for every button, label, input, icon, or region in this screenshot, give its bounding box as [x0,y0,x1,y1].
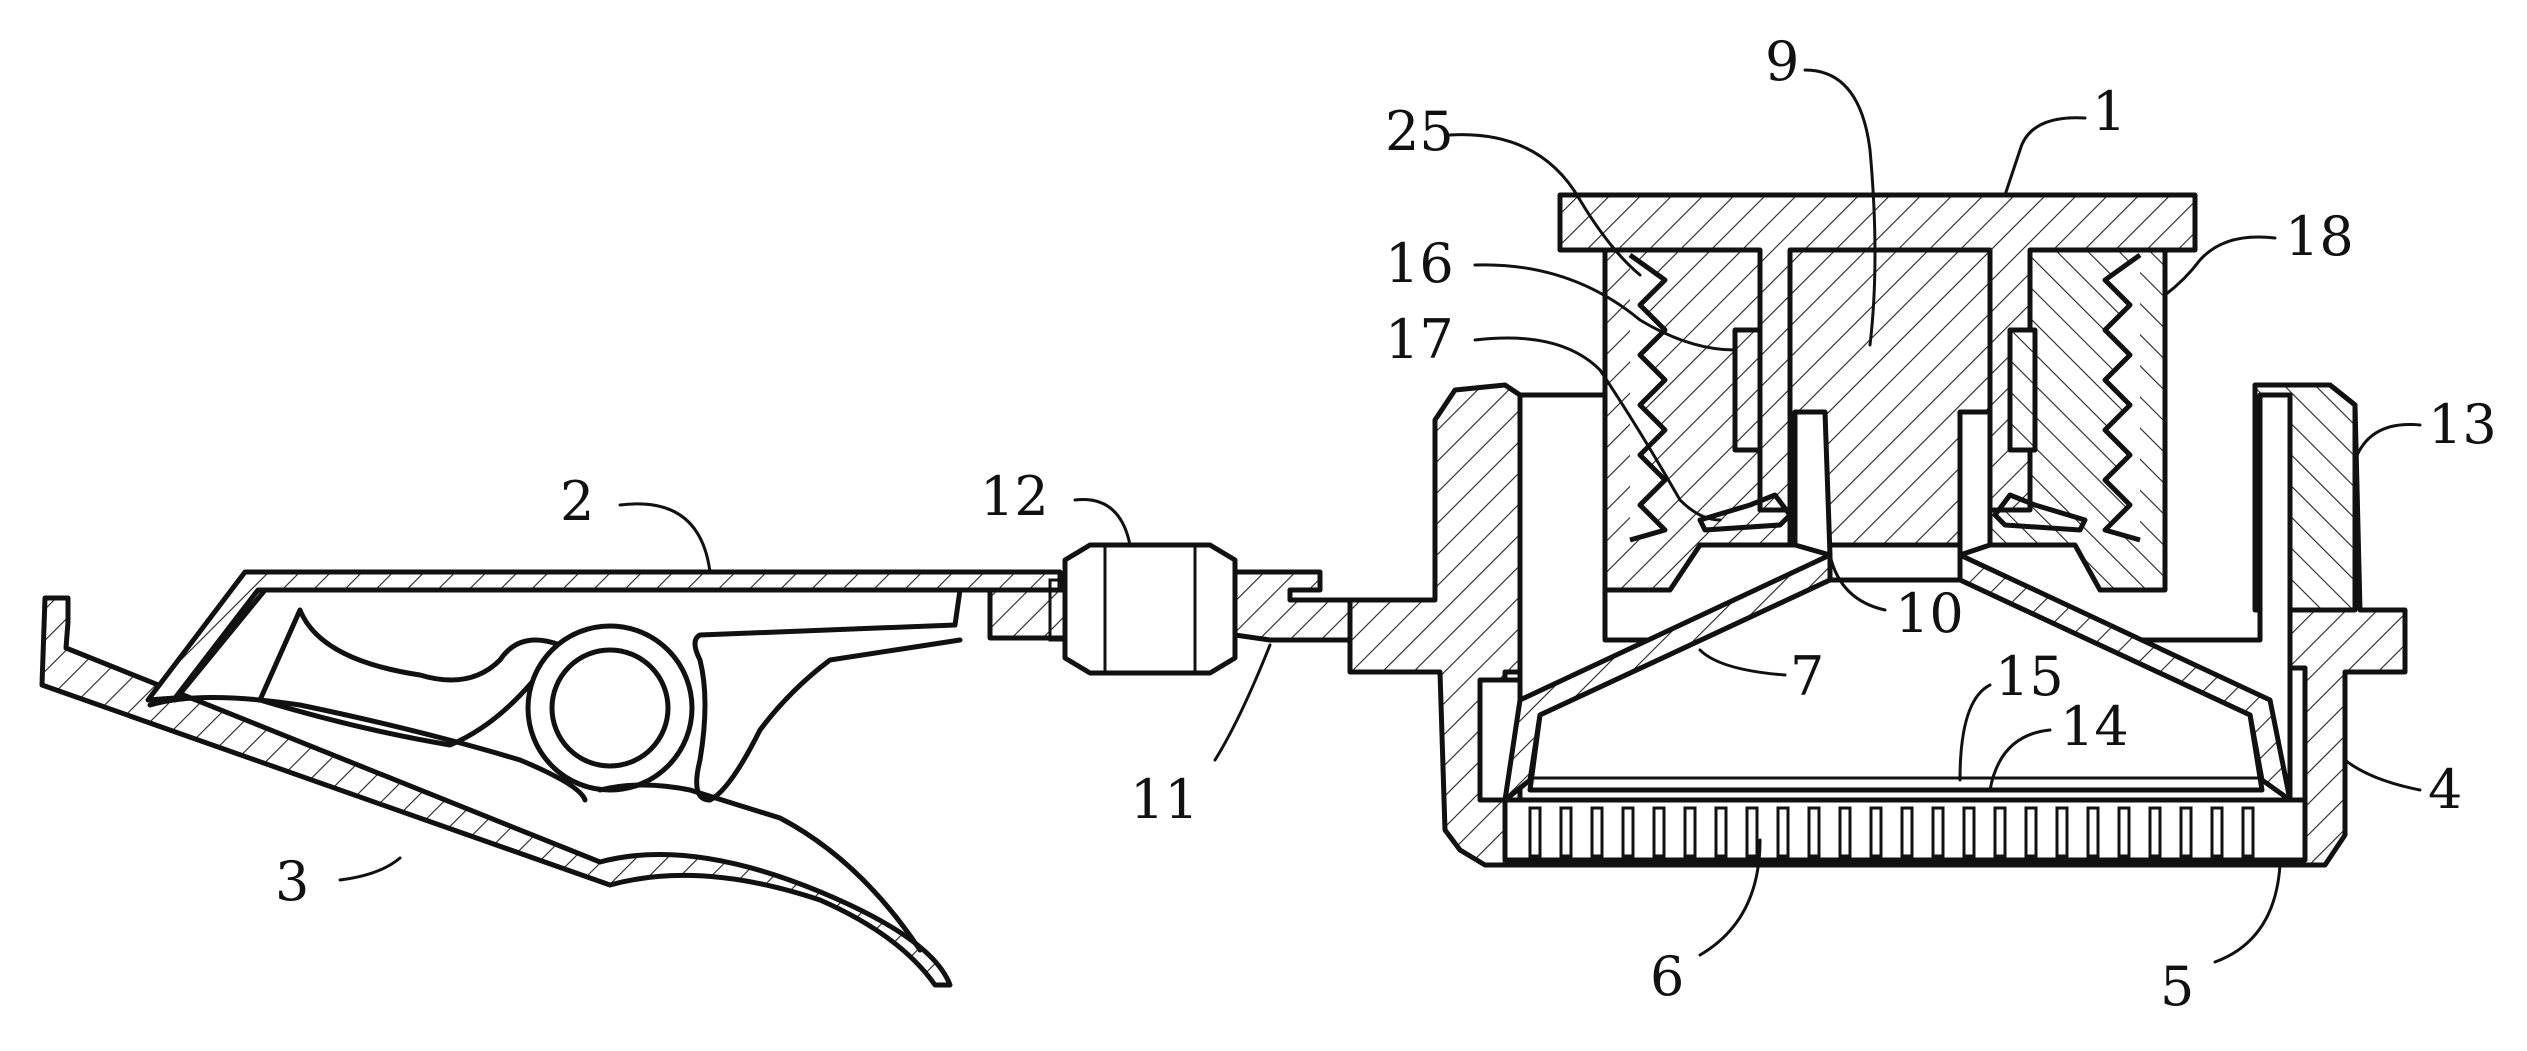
label-12: 12 [980,465,1049,528]
grate-slat [1716,808,1726,856]
grate-slat [1530,808,1540,856]
trigger-handle-assembly [42,572,1070,985]
label-17: 17 [1385,308,1454,371]
pivot-ring-inner [552,650,668,766]
grate-slat [2150,808,2160,856]
grate-slat [1995,808,2005,856]
grate-slat [1623,808,1633,856]
arm-connector-block [990,590,1070,638]
grate-slat [1654,808,1664,856]
grate-slat [2119,808,2129,856]
grate-slat [1933,808,1943,856]
label-25: 25 [1385,100,1454,163]
label-5: 5 [2160,955,2194,1018]
label-14: 14 [2060,695,2129,758]
label-1: 1 [2092,80,2126,143]
grate-slat [2088,808,2098,856]
label-10: 10 [1895,582,1964,645]
grate-slat [1809,808,1819,856]
grate-slat [2243,808,2253,856]
collar-part-10-right [1960,412,1990,555]
grate-slat [1778,808,1788,856]
label-6: 6 [1650,945,1684,1008]
collar-part-10 [1795,412,1830,555]
grate-slat [1840,808,1850,856]
grate-slat [1871,808,1881,856]
label-2: 2 [560,470,594,533]
label-4: 4 [2428,758,2462,821]
housing-assembly [1350,195,2405,865]
label-18: 18 [2285,205,2354,268]
grate-slat [1964,808,1974,856]
grate-slat [1561,808,1571,856]
wedge-part-16 [1735,330,1760,450]
grate-slat [2212,808,2222,856]
grate-slat [1902,808,1912,856]
label-3: 3 [275,850,309,913]
label-7: 7 [1790,645,1824,708]
label-9: 9 [1765,30,1799,93]
label-13: 13 [2428,393,2497,456]
grate-slat [2026,808,2036,856]
label-15: 15 [1995,645,2064,708]
wedge-part-16-right [2010,330,2035,450]
link-part-11 [1235,572,1360,640]
grate-slat [1592,808,1602,856]
label-11: 11 [1130,768,1199,831]
grate-slat [1747,808,1757,856]
grate-slat [2057,808,2067,856]
grate-slat [1685,808,1695,856]
coupling-part-12 [1050,545,1235,673]
grip-cavity [260,610,560,745]
label-16: 16 [1385,232,1454,295]
grate-slat [2181,808,2191,856]
